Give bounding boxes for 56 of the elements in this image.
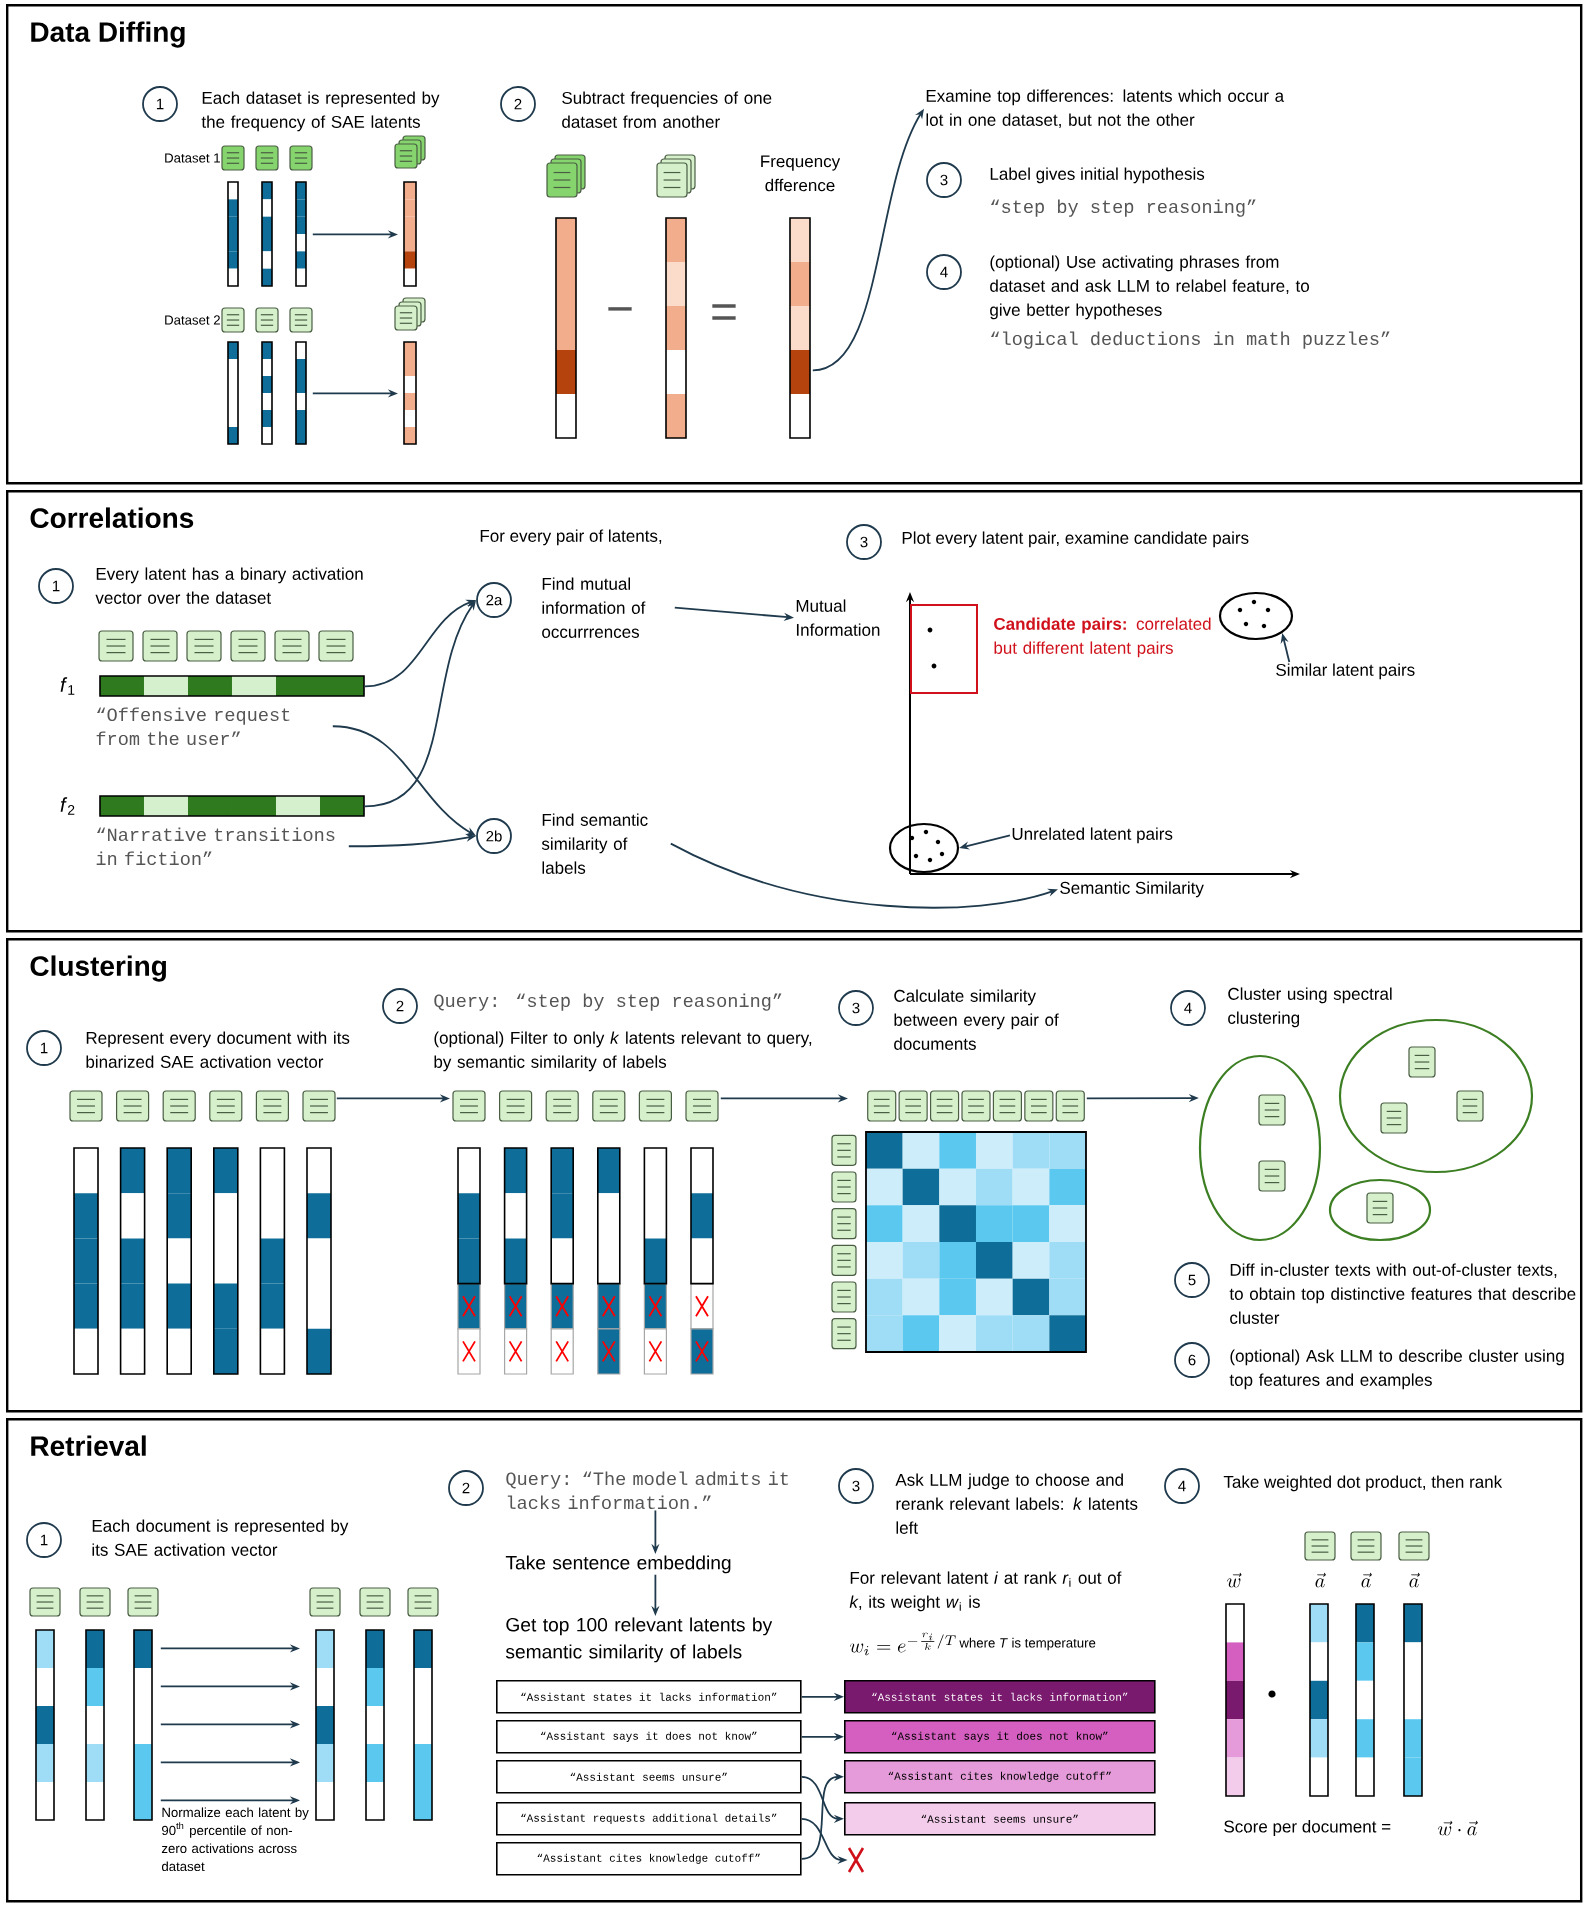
vector-label: $\vec{a}$ xyxy=(1361,1572,1372,1588)
step-description: Plot every latent pair, examine candidate pairs xyxy=(902,531,1249,548)
frequency-bar xyxy=(789,217,811,439)
step-text: Take sentence embedding xyxy=(505,1555,731,1574)
annotation-text: Examine top differences: latents which occur a lot in one dataset, but not the other xyxy=(926,89,1285,128)
bar-caption: Frequency dfference xyxy=(761,155,841,192)
step-description: Take weighted dot product, then rank xyxy=(1223,1475,1503,1492)
activation-bars-drawing xyxy=(227,341,307,445)
step-description: Each dataset is represented by the frequency of SAE latents xyxy=(201,91,440,132)
minus-sign: − xyxy=(608,307,632,311)
step-description: Label gives initial hypothesis xyxy=(990,167,1205,184)
activation-bars-drawing xyxy=(227,181,307,287)
quote-text: “Offensive request from the user” xyxy=(96,707,290,746)
step-description: Find mutual information of occurrrences xyxy=(542,577,646,638)
activation-vector-bar xyxy=(99,675,365,697)
note-text: For every pair of latents, xyxy=(480,529,662,546)
cluster-ellipse xyxy=(888,822,960,874)
step-description: Diff in-cluster texts with out-of-cluster texts, to obtain top distinctive features that describe cluster xyxy=(1229,1263,1576,1324)
step-description: Calculate similarity between every pair of documents xyxy=(894,989,1059,1050)
step-description: Cluster using spectral clustering xyxy=(1228,987,1392,1028)
vector-label: $\vec{a}$ xyxy=(1315,1572,1326,1588)
annotation-text: Unrelated latent pairs xyxy=(1012,827,1173,844)
cross-mark xyxy=(847,1846,865,1874)
step-description: Every latent has a binary activation vector over the dataset xyxy=(95,567,363,604)
note-text: Score per document = xyxy=(1224,1820,1391,1836)
vector-label: f$_{2}$ xyxy=(60,797,75,815)
cluster-ellipse xyxy=(1218,591,1294,641)
activation-vector-bar xyxy=(99,795,365,817)
vector-label: $\vec{w}$ xyxy=(1227,1572,1242,1588)
step-description: (optional) Filter to only k latents relevant to query, by semantic similarity of labels xyxy=(434,1031,812,1072)
query-text: Query: “The model admits it lacks information.” xyxy=(506,1471,788,1510)
step-description: (optional) Ask LLM to describe cluster using top features and examples xyxy=(1229,1349,1564,1390)
frequency-bar xyxy=(403,181,417,287)
step-text: Get top 100 relevant latents by semantic similarity of labels xyxy=(505,1617,773,1663)
score-formula: $\vec{w} \cdot \vec{a}$ xyxy=(1438,1820,1478,1836)
step-description: Represent every document with its binarized SAE activation vector xyxy=(86,1031,350,1068)
step-description: Ask LLM judge to choose and rerank relevant labels: k latents left xyxy=(895,1473,1138,1534)
vector-label: $\vec{a}$ xyxy=(1409,1572,1420,1588)
quote-text: “Narrative transitions in fiction” xyxy=(96,827,335,866)
step-description: For relevant latent i at rank r$_{i}$ out of k, its weight w$_{i}$ is xyxy=(849,1571,1122,1612)
equals-sign: = xyxy=(712,304,736,320)
quote-text: “step by step reasoning” xyxy=(991,199,1256,217)
step-description: Each document is represented by its SAE activation vector xyxy=(92,1519,349,1556)
query-text: Query: “step by step reasoning” xyxy=(434,993,782,1011)
step-description: Find semantic similarity of labels xyxy=(541,813,648,874)
weight-formula: $w_i = e^{-\frac{r_i}{k}/T}$ xyxy=(850,1632,956,1656)
step-description: Subtract frequencies of one dataset from another xyxy=(562,91,772,128)
frequency-bar xyxy=(403,341,417,445)
axis-label: Semantic Similarity xyxy=(1060,881,1204,898)
highlight-box xyxy=(910,604,978,694)
axis-label: Mutual Information xyxy=(796,599,880,636)
step-description: (optional) Use activating phrases from dataset and ask LLM to relabel feature, to give better hypotheses xyxy=(990,255,1309,320)
annotation-text: Candidate pairs: correlated but different latent pairs xyxy=(994,617,1211,658)
vector-label: f$_{1}$ xyxy=(60,677,75,695)
quote-text: “logical deductions in math puzzles” xyxy=(991,331,1390,349)
annotation-text: Similar latent pairs xyxy=(1276,663,1415,680)
